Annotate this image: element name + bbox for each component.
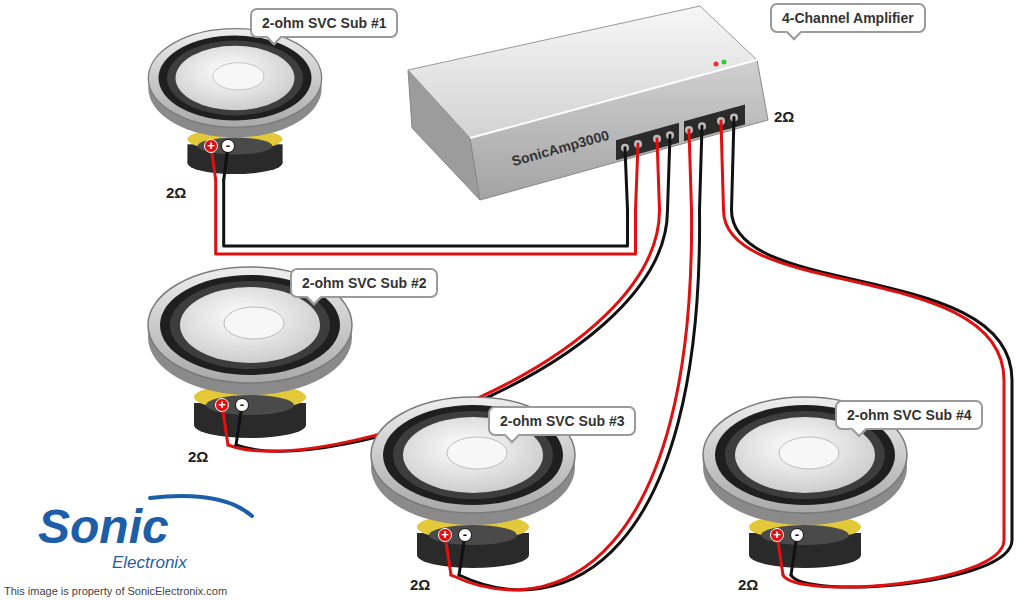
subwoofer: 2-ohm SVC Sub #3 bbox=[368, 392, 668, 575]
speaker-wire-pair bbox=[216, 180, 636, 254]
terminal-positive: + bbox=[438, 528, 452, 542]
negative-lead bbox=[700, 126, 703, 210]
callout-text: 2-ohm SVC Sub #4 bbox=[847, 407, 971, 423]
callout-tail bbox=[266, 29, 283, 46]
logo-subtext: Electronix bbox=[112, 553, 187, 573]
negative-lead bbox=[732, 117, 735, 210]
positive-wire bbox=[216, 180, 636, 254]
amplifier: SonicAmp3000 bbox=[400, 0, 775, 210]
callout-text: 2-ohm SVC Sub #3 bbox=[500, 413, 624, 429]
callout-bubble: 4-Channel Amplifier bbox=[770, 3, 926, 33]
negative-lead bbox=[625, 148, 628, 210]
led bbox=[722, 60, 727, 65]
wire-leads bbox=[211, 117, 797, 575]
terminal-positive: + bbox=[204, 139, 218, 153]
terminal-negative: - bbox=[458, 528, 472, 542]
callout-tail bbox=[851, 421, 868, 438]
impedance-label: 2Ω bbox=[188, 448, 208, 465]
callout-text: 2-ohm SVC Sub #1 bbox=[262, 15, 386, 31]
negative-lead bbox=[668, 135, 671, 210]
terminal-negative: - bbox=[235, 398, 249, 412]
positive-lead bbox=[721, 121, 724, 210]
callout-bubble: 2-ohm SVC Sub #3 bbox=[488, 406, 636, 436]
negative-wire bbox=[732, 210, 1013, 587]
negative-wire bbox=[224, 180, 628, 246]
terminal-negative: - bbox=[790, 528, 804, 542]
subwoofer: 2-ohm SVC Sub #4 bbox=[700, 392, 995, 575]
impedance-label: 2Ω bbox=[738, 576, 758, 593]
subwoofer: 2-ohm SVC Sub #2 bbox=[145, 262, 475, 445]
terminal-negative: - bbox=[221, 139, 235, 153]
callout-tail bbox=[306, 289, 323, 306]
callout-tail bbox=[504, 427, 521, 444]
impedance-label: 2Ω bbox=[410, 576, 430, 593]
impedance-label: 2Ω bbox=[774, 108, 794, 125]
positive-lead bbox=[689, 130, 692, 210]
positive-lead bbox=[657, 139, 660, 210]
callout-text: 2-ohm SVC Sub #2 bbox=[302, 275, 426, 291]
impedance-label: 2Ω bbox=[166, 184, 186, 201]
model-name: SonicAmp3000 bbox=[510, 127, 611, 169]
subwoofer: 2-ohm SVC Sub #1 bbox=[145, 4, 430, 180]
callout-tail bbox=[786, 24, 803, 41]
callout-bubble: 2-ohm SVC Sub #4 bbox=[835, 400, 983, 430]
callout-bubble: 2-ohm SVC Sub #2 bbox=[290, 268, 438, 298]
terminal-positive: + bbox=[215, 398, 229, 412]
callout-bubble: 2-ohm SVC Sub #1 bbox=[250, 8, 398, 38]
led bbox=[714, 62, 719, 67]
subwoofer-1 bbox=[148, 29, 321, 174]
callout-text: 4-Channel Amplifier bbox=[782, 10, 914, 26]
terminal-positive: + bbox=[770, 528, 784, 542]
watermark: This image is property of SonicElectroni… bbox=[4, 585, 227, 597]
positive-lead bbox=[636, 144, 639, 210]
terminal-block bbox=[684, 104, 745, 141]
logo-text: Sonic bbox=[38, 503, 169, 551]
